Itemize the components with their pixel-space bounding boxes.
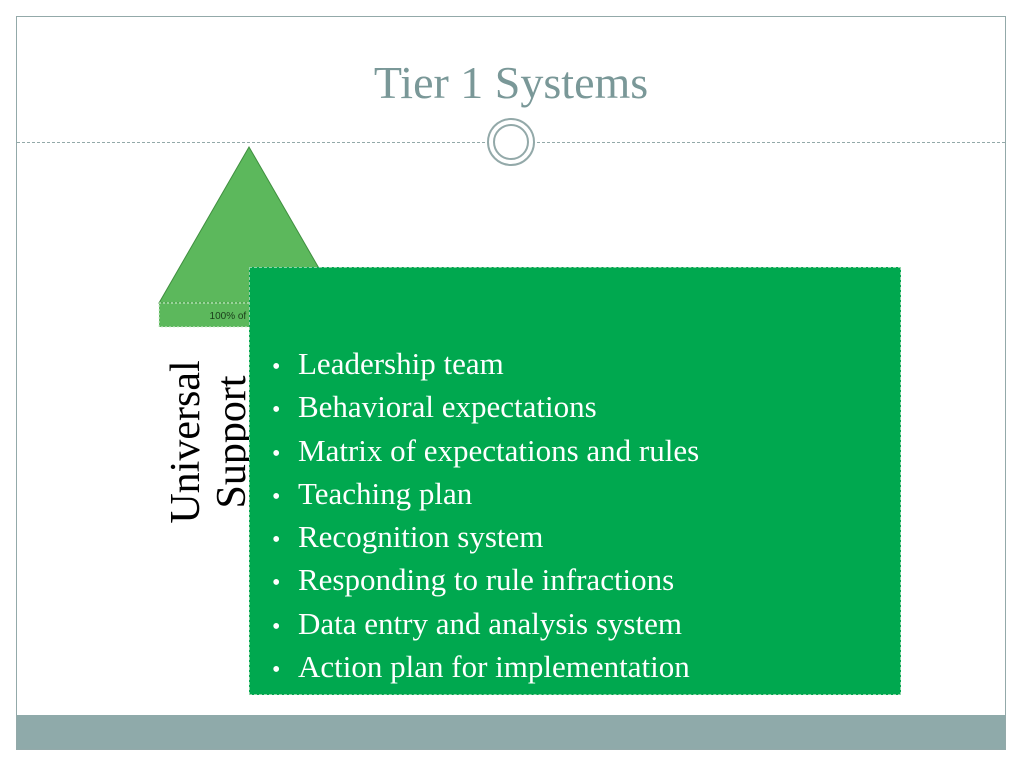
- bullet-dot-icon: •: [272, 657, 281, 684]
- bottom-band: [17, 713, 1005, 749]
- bullet-text: Recognition system: [298, 519, 544, 555]
- universal-support-text: Universal Support: [163, 360, 255, 523]
- bullet-item: • Behavioral expectations: [272, 387, 699, 430]
- circle-ornament-icon: [487, 118, 535, 166]
- support-line-1: Universal: [163, 360, 209, 524]
- bullet-dot-icon: •: [272, 397, 281, 424]
- bullet-text: Leadership team: [298, 346, 504, 381]
- slide-title: Tier 1 Systems: [373, 57, 649, 108]
- bullet-item: • Recognition system: [272, 517, 699, 560]
- universal-support-label: Universal Support: [163, 347, 255, 537]
- bullet-dot-icon: •: [272, 613, 281, 640]
- bullet-list: • Leadership team • Behavioral expectations…: [272, 344, 699, 690]
- bullet-text: Responding to rule infractions: [298, 562, 675, 598]
- bullet-item: • Teaching plan: [272, 474, 699, 517]
- bullet-dot-icon: •: [272, 440, 281, 467]
- bullet-dot-icon: •: [272, 354, 281, 380]
- bullet-text: Teaching plan: [298, 475, 473, 511]
- bullet-text: Matrix of expectations and rules: [298, 432, 700, 468]
- bullet-text: Behavioral expectations: [298, 389, 597, 425]
- pyramid-label: 100% of Students: [209, 311, 289, 322]
- slide: Tier 1 Systems 100% of Students Universa…: [16, 16, 1006, 750]
- bullet-item: • Action plan for implementation: [272, 647, 699, 690]
- bullet-dot-icon: •: [272, 527, 281, 554]
- bullet-dot-icon: •: [272, 483, 281, 510]
- tier1-content-box: • Leadership team • Behavioral expectations…: [249, 267, 901, 695]
- bullet-item: • Responding to rule infractions: [272, 560, 699, 603]
- bullet-text: Data entry and analysis system: [298, 605, 682, 641]
- bullet-item: • Matrix of expectations and rules: [272, 431, 699, 474]
- bullet-dot-icon: •: [272, 570, 281, 597]
- bullet-text: Action plan for implementation: [298, 649, 690, 685]
- bullet-item: • Leadership team: [272, 344, 699, 387]
- bullet-item: • Data entry and analysis system: [272, 604, 699, 647]
